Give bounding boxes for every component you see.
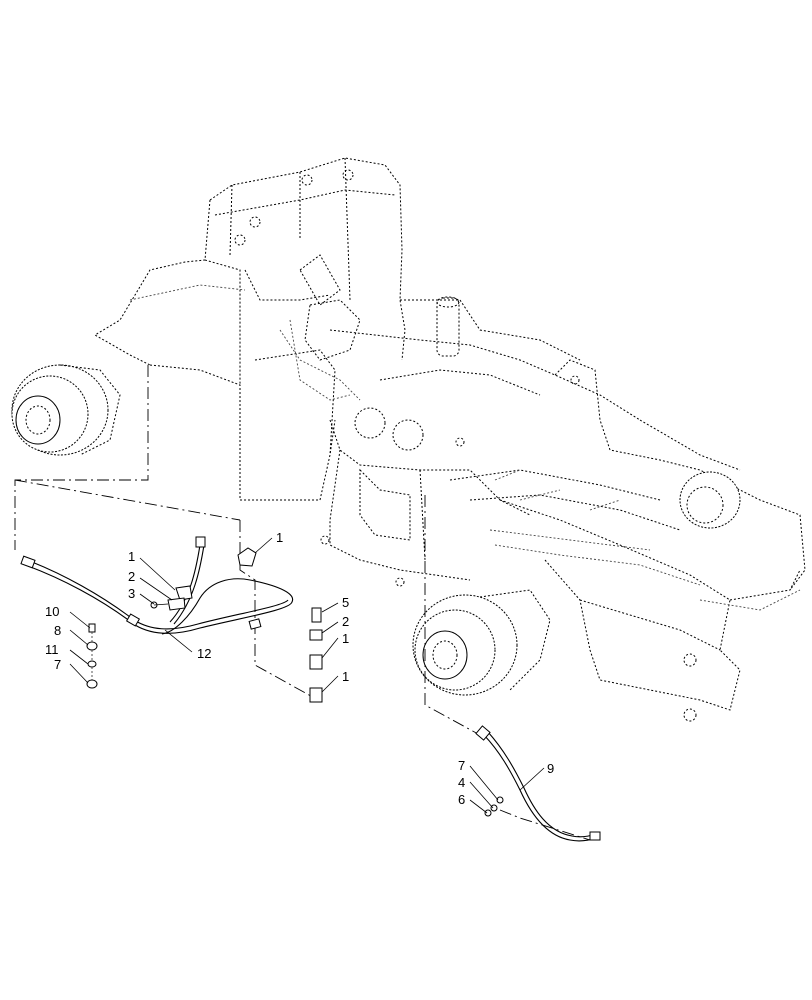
callout-1: 1 [342, 669, 349, 684]
callout-4: 4 [458, 775, 465, 790]
hose-assembly-12 [20, 536, 294, 635]
callout-9: 9 [547, 761, 554, 776]
phantom-lines [14, 365, 591, 841]
callout-1: 1 [342, 631, 349, 646]
chassis-frame [94, 157, 806, 722]
callout-11: 11 [45, 642, 59, 657]
callout-1: 1 [276, 530, 283, 545]
callout-10: 10 [45, 604, 59, 619]
callout-5: 5 [342, 595, 349, 610]
leader-lines [69, 537, 545, 814]
callout-8: 8 [54, 623, 61, 638]
hose-assembly-9 [475, 725, 601, 842]
hardware-left [86, 623, 98, 689]
callout-7: 7 [458, 758, 465, 773]
callout-7: 7 [54, 657, 61, 672]
callout-1: 1 [128, 549, 135, 564]
callout-6: 6 [458, 792, 465, 807]
callout-12: 12 [197, 646, 211, 661]
rear-gearbox [679, 471, 741, 529]
callout-labels: 1 1 2 3 10 8 11 7 12 5 2 1 1 9 7 4 6 [45, 530, 554, 807]
clamp-parts [150, 547, 323, 703]
callout-2: 2 [128, 569, 135, 584]
right-wheel-hub [412, 589, 551, 696]
left-wheel-hub [11, 364, 121, 456]
callout-3: 3 [128, 586, 135, 601]
callout-2: 2 [342, 614, 349, 629]
